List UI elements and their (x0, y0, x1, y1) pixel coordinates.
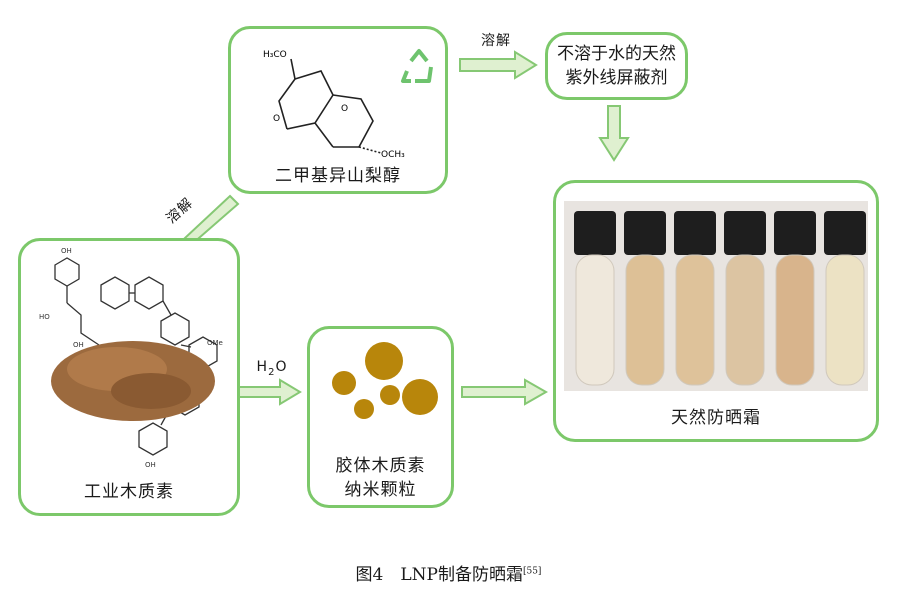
nanoparticle (380, 385, 400, 405)
sunscreen-tube (724, 211, 766, 386)
sunscreen-tube (624, 211, 666, 386)
nano-line1: 胶体木质素 (335, 456, 426, 476)
isosorbide-structure: H₃CO O O OCH₃ (263, 50, 405, 159)
caption-text: 图4 LNP制备防晒霜 (355, 565, 523, 585)
nanoparticle (354, 399, 374, 419)
nanoparticle (402, 379, 438, 415)
svg-text:OH: OH (61, 247, 72, 255)
tube-body (575, 254, 615, 386)
lignin-structure: OH HO OH OMe OH OH (39, 247, 223, 469)
arrow-isosorbide-to-uv (459, 50, 538, 80)
tube-cap (574, 211, 616, 255)
sunscreen-tube (824, 211, 866, 386)
arrow-uv-to-sunscreen (598, 105, 630, 162)
nanoparticle (332, 371, 356, 395)
node-nanoparticles: 胶体木质素 纳米颗粒 (307, 326, 454, 508)
tube-cap (624, 211, 666, 255)
nanoparticles-graphic (332, 342, 438, 419)
node-isosorbide: H₃CO O O OCH₃ 二甲基异山梨醇 (228, 26, 448, 194)
uv-absorber-line1: 不溶于水的天然 (557, 44, 676, 64)
tube-cap (674, 211, 716, 255)
isosorbide-label: 二甲基异山梨醇 (275, 166, 401, 186)
node-lignin: OH HO OH OMe OH OH 工业木质素 (18, 238, 240, 516)
svg-text:OMe: OMe (207, 339, 223, 347)
tube-cap (774, 211, 816, 255)
sunscreen-label: 天然防晒霜 (671, 408, 761, 428)
svg-text:OH: OH (145, 461, 156, 469)
nano-line2: 纳米颗粒 (344, 480, 417, 500)
nanoparticle (365, 342, 403, 380)
sunscreen-tube (774, 211, 816, 386)
recycle-icon (401, 49, 433, 83)
sunscreen-tube (674, 211, 716, 386)
arrow-lignin-to-nano (231, 378, 302, 406)
tube-body (625, 254, 665, 386)
methoxy-bottom-label: OCH₃ (381, 150, 405, 159)
tube-body (725, 254, 765, 386)
tube-cap (824, 211, 866, 255)
arrow-nano-to-sunscreen (461, 378, 549, 406)
edge-label-water: H2O (256, 359, 288, 378)
tube-cap (724, 211, 766, 255)
node-uv-absorber: 不溶于水的天然 紫外线屏蔽剂 (545, 32, 688, 100)
uv-absorber-line2: 紫外线屏蔽剂 (565, 68, 668, 88)
edge-label-dissolve-top: 溶解 (481, 33, 511, 49)
tube-body (825, 254, 865, 386)
sunscreen-tube (574, 211, 616, 386)
tube-body (675, 254, 715, 386)
node-sunscreen: 天然防晒霜 (553, 180, 879, 442)
caption-ref: [55] (522, 566, 542, 577)
sunscreen-tubes (564, 201, 868, 391)
svg-text:O: O (341, 104, 348, 114)
svg-text:OH: OH (73, 341, 84, 349)
svg-text:HO: HO (39, 313, 50, 321)
tube-body (775, 254, 815, 386)
lignin-label: 工业木质素 (84, 482, 174, 502)
svg-text:O: O (273, 114, 280, 124)
methoxy-top-label: H₃CO (263, 50, 287, 60)
figure-caption: 图4 LNP制备防晒霜[55] (0, 560, 897, 585)
